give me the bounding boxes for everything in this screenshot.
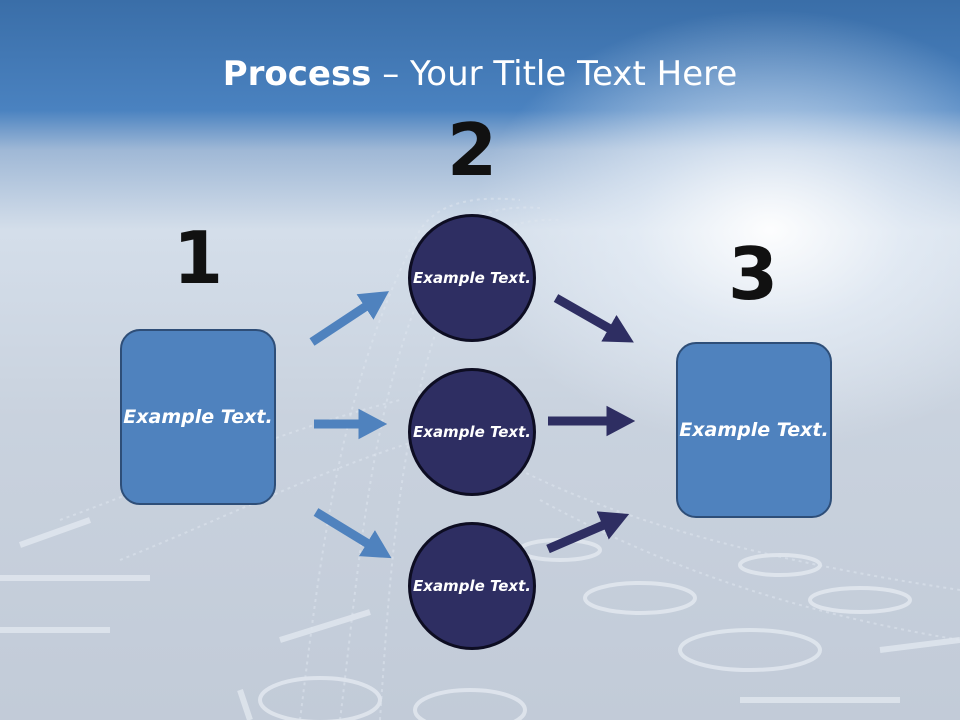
- step-1-text: Example Text.: [123, 405, 273, 428]
- step-2-node-middle: Example Text.: [408, 368, 536, 496]
- step-2-node-bottom: Example Text.: [408, 522, 536, 650]
- arrow-bottom-to-3: [546, 511, 630, 554]
- step-number-1: 1: [172, 216, 224, 300]
- step-number-2: 2: [446, 108, 498, 192]
- step-1-box: Example Text.: [120, 329, 276, 505]
- arrow-1-to-top: [309, 291, 390, 346]
- step-2-node-top: Example Text.: [408, 214, 536, 342]
- title-bold: Process: [222, 54, 372, 94]
- step-3-box: Example Text.: [676, 342, 832, 518]
- node-top-text: Example Text.: [413, 268, 531, 287]
- title-rest: – Your Title Text Here: [371, 54, 738, 94]
- arrow-1-to-bottom: [313, 508, 392, 559]
- step-3-text: Example Text.: [679, 418, 829, 441]
- arrow-top-to-3: [553, 294, 634, 343]
- step-number-3: 3: [727, 232, 779, 316]
- slide-title: Process – Your Title Text Here: [0, 52, 960, 96]
- node-middle-text: Example Text.: [413, 422, 531, 441]
- node-bottom-text: Example Text.: [413, 576, 531, 595]
